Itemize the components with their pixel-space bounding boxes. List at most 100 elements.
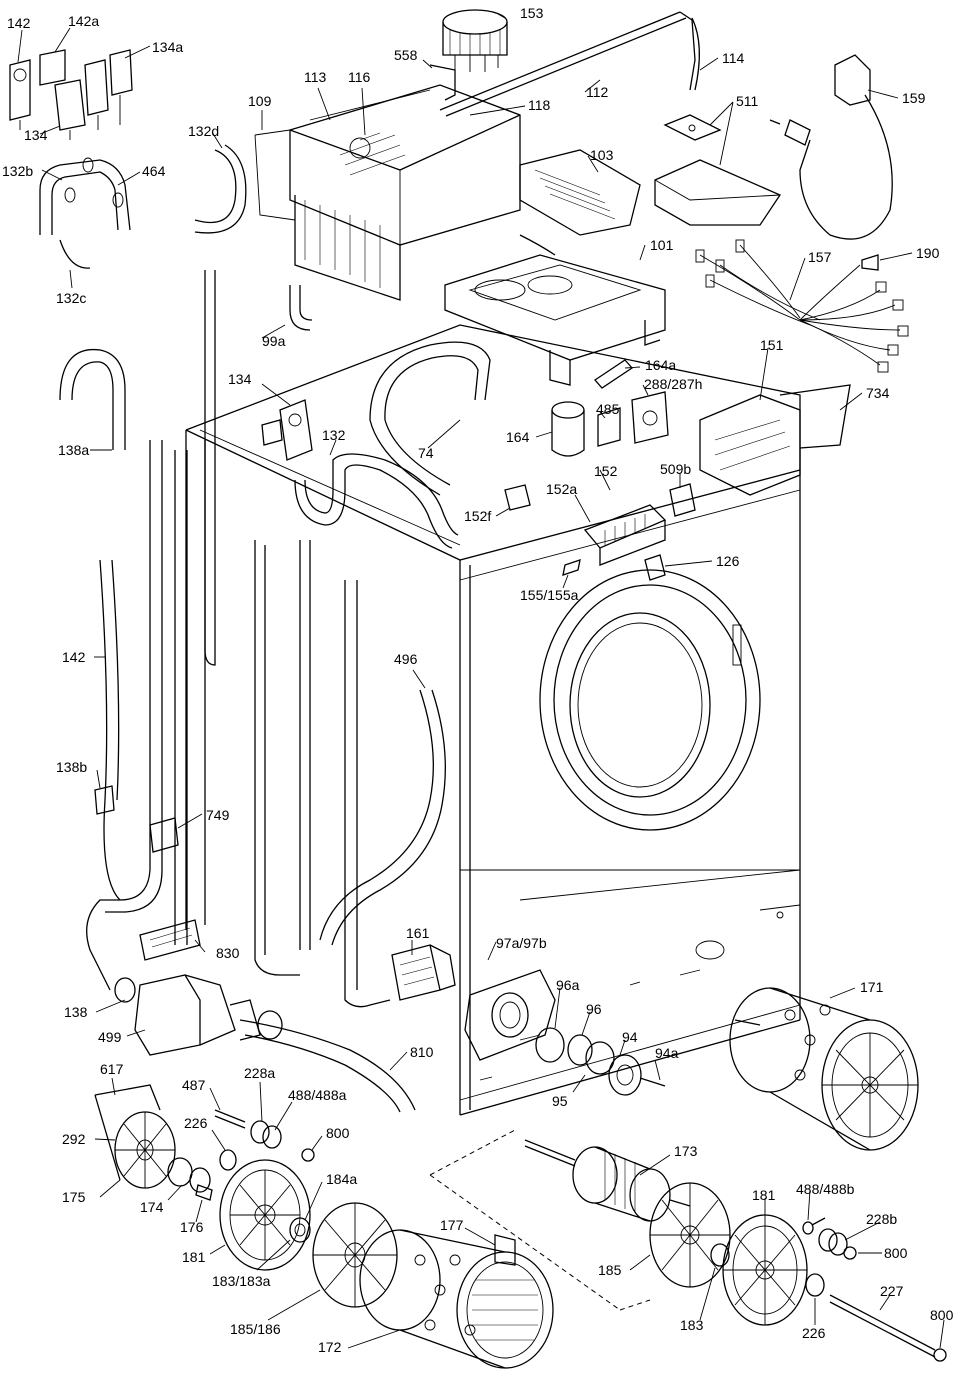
callout-176: 176 xyxy=(180,1219,204,1235)
callout-151: 151 xyxy=(760,337,784,353)
callout-227: 227 xyxy=(880,1283,904,1299)
callout-113: 113 xyxy=(304,69,327,85)
callout-138a: 138a xyxy=(58,442,89,458)
callout-496: 496 xyxy=(394,651,418,667)
callout-152f: 152f xyxy=(464,508,491,524)
callout-499: 499 xyxy=(98,1029,122,1045)
callout-94: 94 xyxy=(622,1029,638,1045)
programme-timer-153 xyxy=(442,9,508,72)
clip-138b xyxy=(94,785,115,815)
callout-95: 95 xyxy=(552,1093,568,1109)
hook-114 xyxy=(691,17,700,91)
switch-288-287h xyxy=(631,391,669,444)
seal-183-183a xyxy=(289,1217,311,1243)
callout-161: 161 xyxy=(406,925,430,941)
shaft-227 xyxy=(829,1294,936,1358)
callout-183-right: 183 xyxy=(680,1317,704,1333)
callout-509b: 509b xyxy=(660,461,691,477)
callout-132: 132 xyxy=(322,427,346,443)
callout-800-right: 800 xyxy=(884,1245,908,1261)
callout-485: 485 xyxy=(596,401,620,417)
bolt-488-488b xyxy=(802,1217,826,1235)
detergent-drawer-103 xyxy=(519,149,641,236)
callout-228a: 228a xyxy=(244,1065,275,1081)
leader-lines xyxy=(17,13,945,1349)
callout-185: 185 xyxy=(598,1262,622,1278)
callout-152a: 152a xyxy=(546,481,577,497)
tub-back-181 xyxy=(722,1214,808,1326)
callout-142-mid: 142 xyxy=(62,649,86,665)
callout-142a: 142a xyxy=(68,13,99,29)
callout-138: 138 xyxy=(64,1004,88,1020)
shaft-487 xyxy=(214,1109,246,1129)
callout-226-right: 226 xyxy=(802,1325,826,1341)
callout-155-155a: 155/155a xyxy=(520,587,579,603)
callout-103: 103 xyxy=(590,147,614,163)
callout-228b: 228b xyxy=(866,1211,897,1227)
nut-800-right xyxy=(843,1246,857,1260)
callout-153: 153 xyxy=(520,5,544,21)
control-board-151 xyxy=(699,384,851,496)
callout-171: 171 xyxy=(860,979,884,995)
part-152f xyxy=(504,484,531,511)
tray-511 xyxy=(654,114,781,226)
callout-558: 558 xyxy=(394,47,418,63)
callout-172: 172 xyxy=(318,1339,342,1355)
callout-132c: 132c xyxy=(56,290,86,306)
callout-190: 190 xyxy=(916,245,940,261)
callout-101: 101 xyxy=(650,237,674,253)
callout-226-left: 226 xyxy=(184,1115,208,1131)
callout-749: 749 xyxy=(206,807,230,823)
callout-617: 617 xyxy=(100,1061,124,1077)
callout-114: 114 xyxy=(722,50,745,66)
callout-185-186: 185/186 xyxy=(230,1321,281,1337)
callout-800-end: 800 xyxy=(930,1307,954,1323)
tub-front-181 xyxy=(219,1159,311,1271)
hub-174 xyxy=(167,1157,211,1193)
callout-97a-97b: 97a/97b xyxy=(496,935,547,951)
bushing-228b xyxy=(818,1228,848,1256)
callout-181-left: 181 xyxy=(182,1249,206,1265)
callout-174: 174 xyxy=(140,1199,164,1215)
callout-173: 173 xyxy=(674,1143,698,1159)
latch-126 xyxy=(644,554,666,581)
callout-164a: 164a xyxy=(645,357,676,373)
callout-292: 292 xyxy=(62,1131,86,1147)
callout-164: 164 xyxy=(506,429,530,445)
callout-74: 74 xyxy=(418,445,434,461)
nut-800-end xyxy=(933,1348,947,1362)
callout-157: 157 xyxy=(808,249,832,265)
switch-485 xyxy=(597,407,621,447)
callout-830: 830 xyxy=(216,945,240,961)
callout-734: 734 xyxy=(866,385,890,401)
callout-488-488a: 488/488a xyxy=(288,1087,347,1103)
door-porthole xyxy=(539,569,761,831)
pressure-switch-161 xyxy=(391,944,456,1001)
callout-138b: 138b xyxy=(56,759,87,775)
drawer-box-101 xyxy=(444,234,666,386)
callout-132b: 132b xyxy=(2,163,33,179)
dispenser-housing xyxy=(254,84,521,301)
callout-152: 152 xyxy=(594,463,618,479)
seal-183-right xyxy=(710,1243,730,1267)
callout-134a: 134a xyxy=(152,39,183,55)
callout-109: 109 xyxy=(248,93,272,109)
hoses xyxy=(59,144,491,1113)
power-cord-159 xyxy=(769,54,893,240)
callout-96: 96 xyxy=(586,1001,602,1017)
bearing-cluster-94-96 xyxy=(535,1027,666,1096)
callout-99a: 99a xyxy=(262,333,286,349)
callout-177: 177 xyxy=(440,1217,464,1233)
spider-185-186 xyxy=(312,1202,398,1308)
callout-184a: 184a xyxy=(326,1171,357,1187)
inlet-valves-134 xyxy=(9,49,133,140)
bushing-228a xyxy=(250,1120,282,1149)
dashed-group-outline xyxy=(429,1129,651,1311)
cabinet xyxy=(185,324,801,1116)
callout-116: 116 xyxy=(348,69,371,85)
callout-126: 126 xyxy=(716,553,740,569)
part-155-155a xyxy=(562,559,581,576)
callout-181-right: 181 xyxy=(752,1187,776,1203)
